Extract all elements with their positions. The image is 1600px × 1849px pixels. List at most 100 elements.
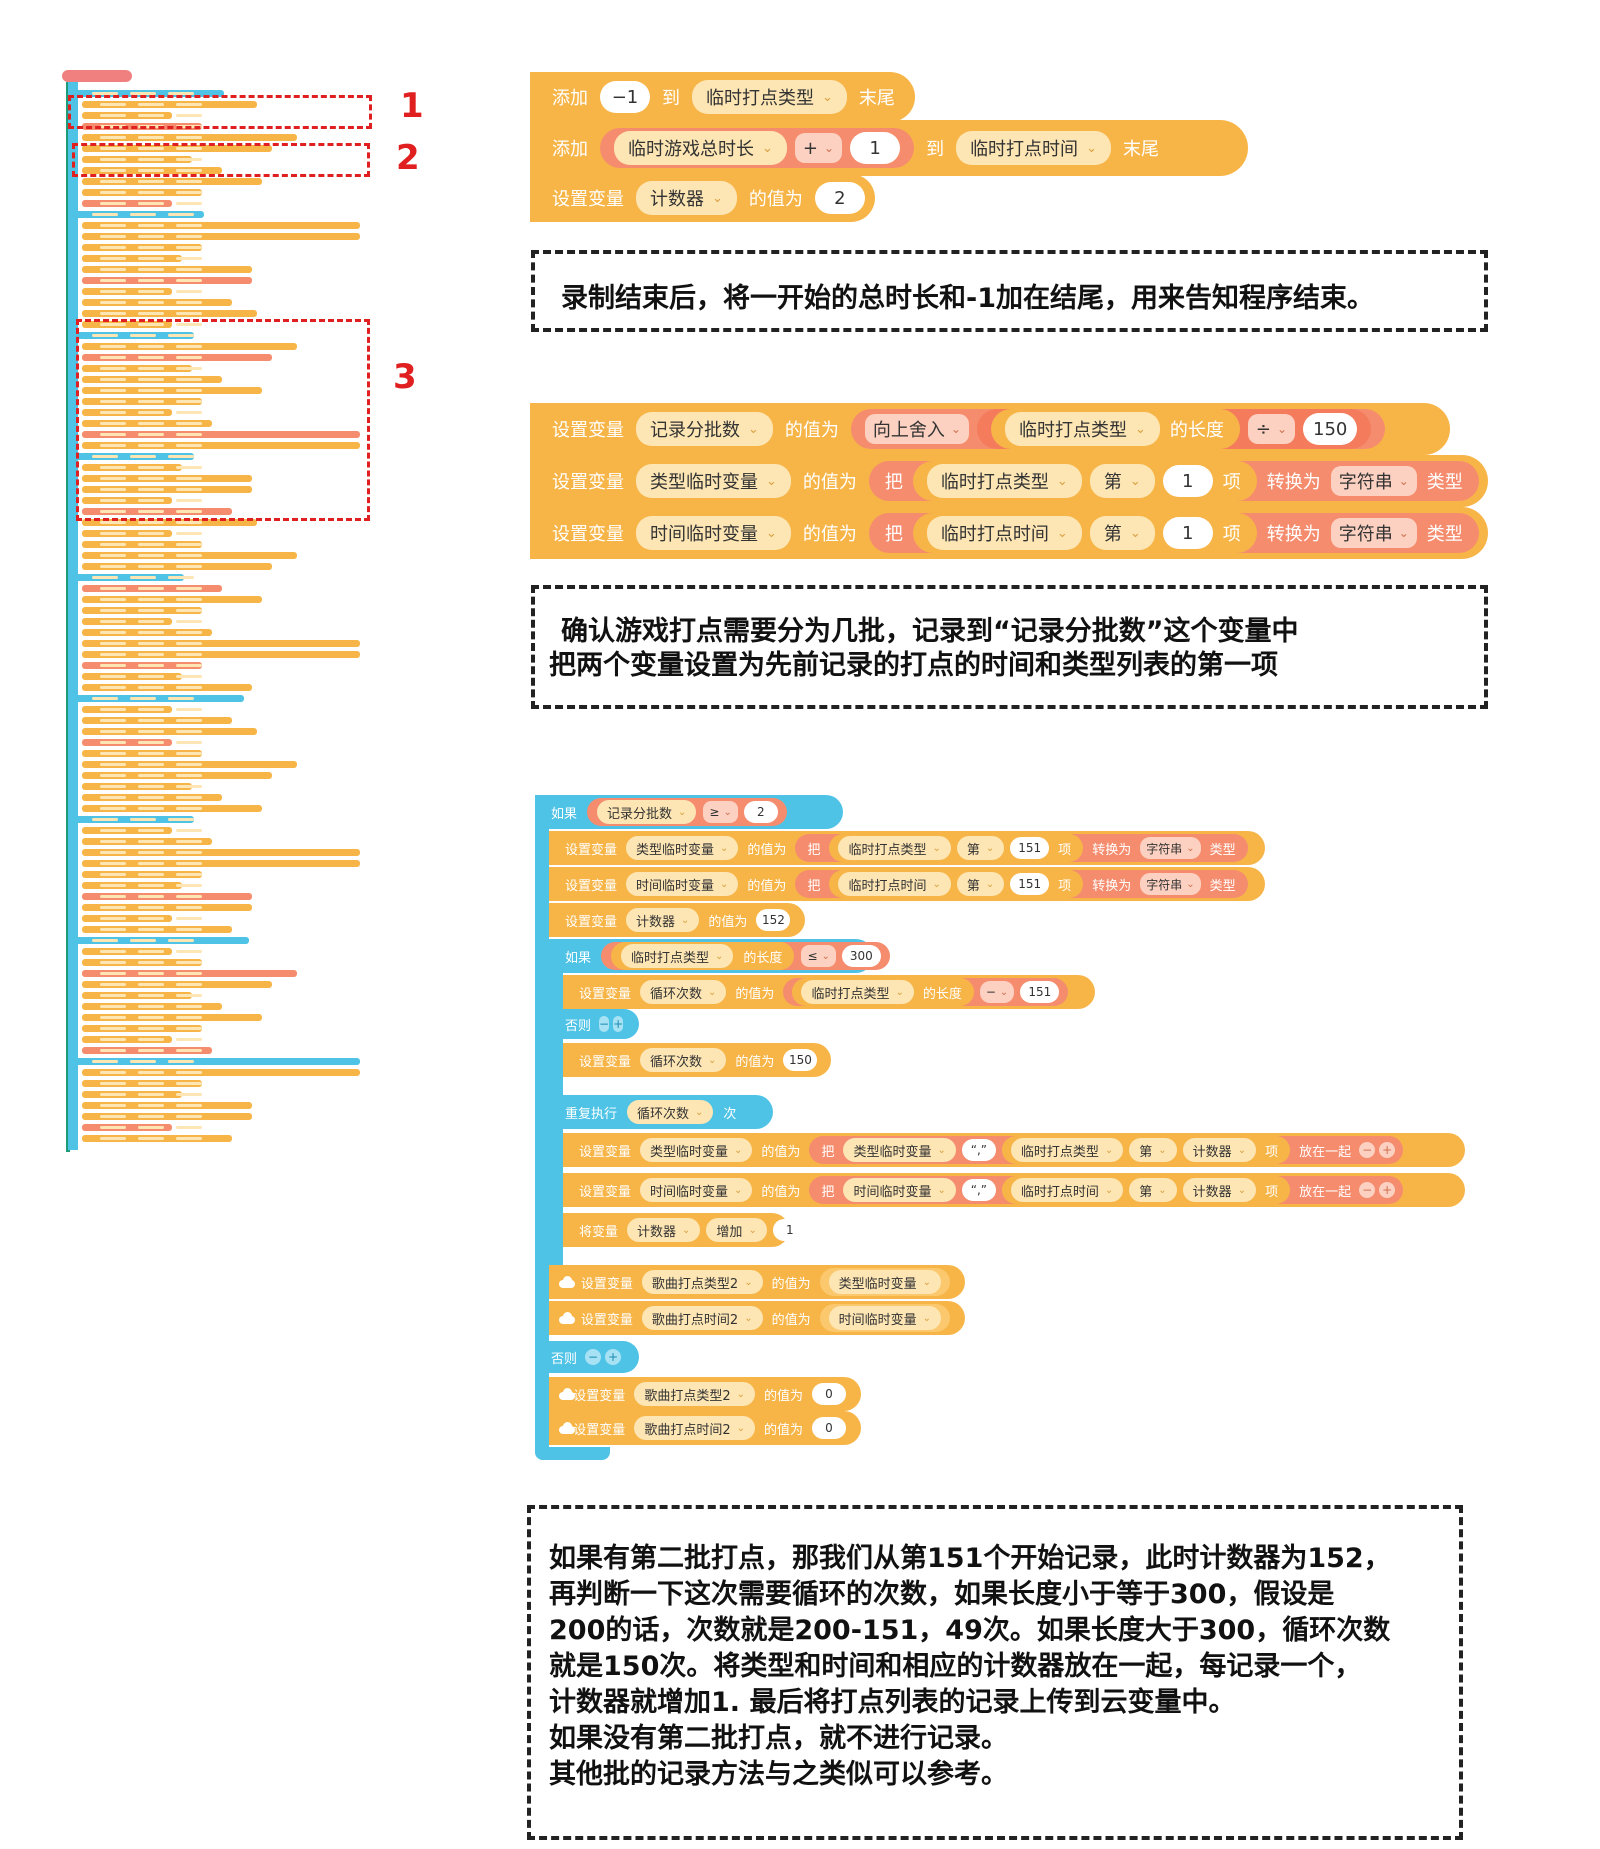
- variable-dropdown[interactable]: 记录分批数⌄: [636, 412, 773, 446]
- list-dropdown[interactable]: 临时打点时间⌄: [838, 872, 951, 896]
- repeat-block[interactable]: 重复执行 循环次数⌄ 次: [549, 1095, 773, 1129]
- value-input[interactable]: 151: [1020, 981, 1060, 1003]
- addition-operator-block[interactable]: 临时游戏总时长⌄ +⌄ 1: [600, 128, 915, 168]
- operator-dropdown[interactable]: ÷⌄: [1247, 414, 1296, 444]
- list-item-block[interactable]: 临时打点时间⌄ 第⌄ 1 项: [912, 513, 1257, 553]
- plus-icon[interactable]: +: [613, 1016, 624, 1032]
- list-length-block[interactable]: 临时打点类型⌄ 的长度: [611, 942, 795, 970]
- list-item-block[interactable]: 临时打点类型⌄ 第⌄ 计数器⌄ 项: [1001, 1136, 1291, 1164]
- value-input[interactable]: 0: [812, 1383, 846, 1405]
- reset-cloud-time-block[interactable]: 设置变量 歌曲打点时间2⌄ 的值为 0: [549, 1411, 861, 1445]
- convert-type-block[interactable]: 把 临时打点类型⌄ 第⌄ 151 项 转换为 字符串⌄ 类型: [795, 834, 1248, 862]
- convert-type-block[interactable]: 把 临时打点时间⌄ 第⌄ 151 项 转换为 字符串⌄ 类型: [795, 870, 1248, 898]
- cloud-variable-dropdown[interactable]: 歌曲打点时间2⌄: [641, 1306, 763, 1330]
- set-variable-counter-block[interactable]: 设置变量 计数器⌄ 的值为 2: [530, 174, 875, 222]
- set-counter-block[interactable]: 设置变量 计数器⌄ 的值为 152: [549, 903, 805, 937]
- value-input[interactable]: 0: [812, 1417, 846, 1439]
- change-counter-block[interactable]: 将变量 计数器⌄ 增加⌄ 1: [563, 1213, 807, 1247]
- list-dropdown[interactable]: 临时打点类型⌄: [926, 464, 1082, 498]
- list-dropdown[interactable]: 临时打点类型⌄: [692, 80, 847, 114]
- round-up-block[interactable]: 向上舍入⌄ 临时打点类型⌄ 的长度 ÷⌄ 150: [850, 409, 1386, 449]
- separator-input[interactable]: “,”: [961, 1179, 996, 1201]
- index-input[interactable]: 1: [1162, 517, 1213, 549]
- cloud-variable-dropdown[interactable]: 歌曲打点类型2⌄: [641, 1270, 763, 1294]
- value-input[interactable]: 300: [841, 945, 881, 967]
- value-input[interactable]: 2: [814, 182, 865, 214]
- list-dropdown[interactable]: 临时打点时间⌄: [1010, 1178, 1124, 1202]
- variable-dropdown[interactable]: 类型临时变量⌄: [636, 464, 791, 498]
- join-block[interactable]: 把 类型临时变量⌄ “,” 临时打点类型⌄ 第⌄ 计数器⌄ 项 放在一起 − +: [809, 1136, 1404, 1164]
- add-to-list-block-2[interactable]: 添加 临时游戏总时长⌄ +⌄ 1 到 临时打点时间⌄ 末尾: [530, 120, 1248, 176]
- variable-dropdown[interactable]: 类型临时变量⌄: [828, 1270, 941, 1294]
- index-input[interactable]: 151: [1010, 837, 1050, 859]
- variable-dropdown[interactable]: 循环次数⌄: [640, 980, 727, 1004]
- value-input[interactable]: 150: [783, 1049, 818, 1071]
- minus-icon[interactable]: −: [585, 1349, 602, 1365]
- set-time-temp-variable-block[interactable]: 设置变量 时间临时变量⌄ 的值为 把 临时打点时间⌄ 第⌄ 1 项 转换为 字符…: [530, 507, 1488, 559]
- variable-dropdown[interactable]: 时间临时变量⌄: [626, 872, 739, 896]
- type-dropdown[interactable]: 字符串⌄: [1140, 873, 1201, 895]
- else-block-outer[interactable]: 否则 − +: [535, 1341, 639, 1373]
- operator-dropdown[interactable]: ≥⌄: [703, 801, 738, 823]
- list-dropdown[interactable]: 临时打点类型⌄: [1010, 1138, 1124, 1162]
- minus-icon[interactable]: −: [599, 1016, 610, 1032]
- else-block-inner[interactable]: 否则 − +: [549, 1009, 639, 1039]
- list-length-block[interactable]: 临时打点类型⌄ 的长度: [990, 409, 1240, 449]
- plus-icon[interactable]: +: [605, 1349, 622, 1365]
- join-time-temp-block[interactable]: 设置变量 时间临时变量⌄ 的值为 把 时间临时变量⌄ “,” 临时打点时间⌄ 第…: [563, 1173, 1465, 1207]
- script-overview-thumbnail[interactable]: [60, 70, 380, 1160]
- math-function-dropdown[interactable]: 向上舍入⌄: [864, 414, 969, 444]
- variable-dropdown[interactable]: 时间临时变量⌄: [828, 1306, 941, 1330]
- variable-dropdown[interactable]: 时间临时变量⌄: [640, 1178, 753, 1202]
- index-mode-dropdown[interactable]: 第⌄: [956, 872, 1005, 896]
- list-length-block[interactable]: 临时打点类型⌄ 的长度: [792, 978, 974, 1006]
- plus-icon[interactable]: +: [1379, 1142, 1396, 1158]
- list-item-block[interactable]: 临时打点类型⌄ 第⌄ 151 项: [829, 834, 1084, 862]
- index-variable-dropdown[interactable]: 计数器⌄: [1182, 1178, 1257, 1202]
- set-cloud-type-block[interactable]: 设置变量 歌曲打点类型2⌄ 的值为 类型临时变量⌄: [549, 1265, 965, 1299]
- if-batch-count-block[interactable]: 如果 记录分批数⌄ ≥⌄ 2: [535, 795, 843, 829]
- convert-type-block[interactable]: 把 临时打点类型⌄ 第⌄ 1 项 转换为 字符串⌄ 类型: [868, 461, 1479, 501]
- operator-dropdown[interactable]: −⌄: [979, 981, 1015, 1003]
- variable-dropdown[interactable]: 类型临时变量⌄: [626, 836, 739, 860]
- batch-record-script[interactable]: 如果 记录分批数⌄ ≥⌄ 2 设置变量 类型临时变量⌄ 的值为 把 临时打点类型…: [535, 795, 1465, 1460]
- index-variable-dropdown[interactable]: 计数器⌄: [1182, 1138, 1257, 1162]
- list-dropdown[interactable]: 临时打点时间⌄: [926, 516, 1082, 550]
- variable-dropdown[interactable]: 时间临时变量⌄: [636, 516, 791, 550]
- type-dropdown[interactable]: 字符串⌄: [1140, 837, 1201, 859]
- subtraction-operator-block[interactable]: 临时打点类型⌄ 的长度 −⌄ 151: [783, 978, 1069, 1006]
- list-item-block[interactable]: 临时打点时间⌄ 第⌄ 151 项: [829, 870, 1084, 898]
- change-mode-dropdown[interactable]: 增加⌄: [706, 1218, 767, 1242]
- set-time-temp-variable-block[interactable]: 设置变量 时间临时变量⌄ 的值为 把 临时打点时间⌄ 第⌄ 151 项 转换为 …: [549, 867, 1265, 901]
- value-input[interactable]: 1: [850, 132, 901, 164]
- variable-dropdown[interactable]: 记录分批数⌄: [597, 800, 697, 824]
- set-type-temp-variable-block[interactable]: 设置变量 类型临时变量⌄ 的值为 把 临时打点类型⌄ 第⌄ 1 项 转换为 字符…: [530, 455, 1488, 507]
- join-type-temp-block[interactable]: 设置变量 类型临时变量⌄ 的值为 把 类型临时变量⌄ “,” 临时打点类型⌄ 第…: [563, 1133, 1465, 1167]
- variable-dropdown[interactable]: 类型临时变量⌄: [843, 1138, 956, 1162]
- variable-dropdown[interactable]: 类型临时变量⌄: [640, 1138, 753, 1162]
- cloud-variable-dropdown[interactable]: 歌曲打点时间2⌄: [634, 1416, 755, 1440]
- type-dropdown[interactable]: 字符串⌄: [1330, 518, 1417, 548]
- convert-type-block[interactable]: 把 临时打点时间⌄ 第⌄ 1 项 转换为 字符串⌄ 类型: [868, 513, 1479, 553]
- set-batch-count-block[interactable]: 设置变量 记录分批数⌄ 的值为 向上舍入⌄ 临时打点类型⌄ 的长度 ÷⌄ 150: [530, 403, 1450, 455]
- reset-cloud-type-block[interactable]: 设置变量 歌曲打点类型2⌄ 的值为 0: [549, 1377, 861, 1411]
- join-block[interactable]: 把 时间临时变量⌄ “,” 临时打点时间⌄ 第⌄ 计数器⌄ 项 放在一起 − +: [809, 1176, 1404, 1204]
- division-operator-block[interactable]: 临时打点类型⌄ 的长度 ÷⌄ 150: [976, 409, 1372, 449]
- set-cloud-time-block[interactable]: 设置变量 歌曲打点时间2⌄ 的值为 时间临时变量⌄: [549, 1301, 965, 1335]
- variable-dropdown[interactable]: 计数器⌄: [636, 181, 737, 215]
- compare-operator-block[interactable]: 记录分批数⌄ ≥⌄ 2: [587, 798, 787, 826]
- variable-dropdown[interactable]: 循环次数⌄: [627, 1100, 714, 1124]
- variable-dropdown[interactable]: 临时游戏总时长⌄: [614, 131, 787, 165]
- operator-dropdown[interactable]: ≤⌄: [801, 945, 836, 967]
- value-input[interactable]: 1: [772, 1219, 807, 1241]
- variable-dropdown[interactable]: 循环次数⌄: [640, 1048, 727, 1072]
- list-dropdown[interactable]: 临时打点类型⌄: [621, 944, 734, 968]
- index-mode-dropdown[interactable]: 第⌄: [1129, 1178, 1177, 1202]
- variable-reporter[interactable]: 时间临时变量⌄: [819, 1304, 950, 1332]
- value-input[interactable]: 152: [756, 909, 791, 931]
- list-item-block[interactable]: 临时打点时间⌄ 第⌄ 计数器⌄ 项: [1001, 1176, 1291, 1204]
- value-input[interactable]: 2: [743, 801, 778, 823]
- variable-dropdown[interactable]: 时间临时变量⌄: [843, 1178, 956, 1202]
- variable-dropdown[interactable]: 计数器⌄: [627, 1218, 701, 1242]
- index-mode-dropdown[interactable]: 第⌄: [1089, 516, 1155, 550]
